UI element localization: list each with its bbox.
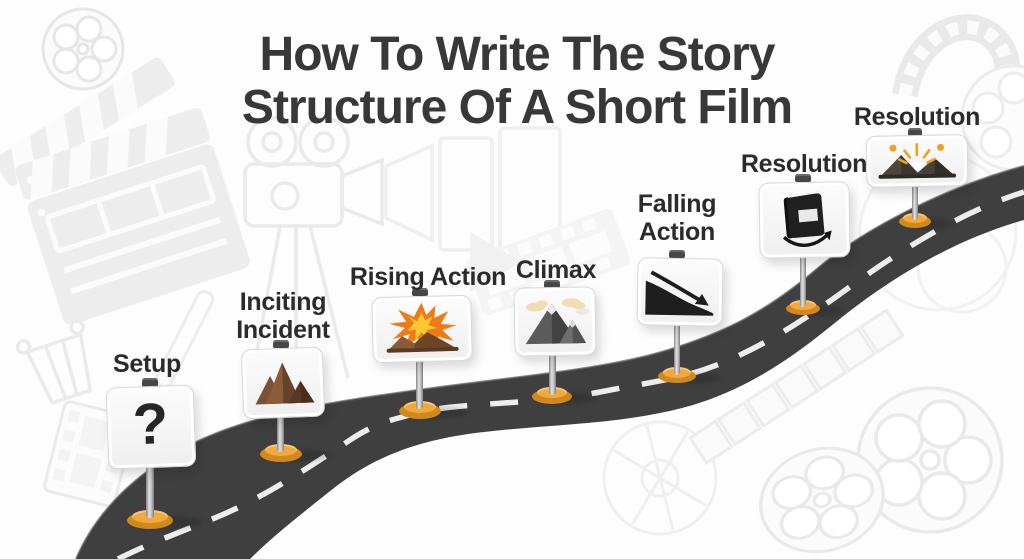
- sign-panel: [758, 181, 851, 259]
- stage-label: Resolution: [740, 150, 868, 178]
- sign-post-cap: [544, 280, 560, 288]
- sign-post-cap: [669, 250, 685, 258]
- play-triangle-icon: [470, 232, 522, 292]
- sign-panel: ?: [105, 384, 197, 470]
- stage-label: Resolution: [853, 103, 981, 131]
- sign-post-cap: [795, 174, 811, 182]
- downhill-arrow-icon: [645, 270, 714, 316]
- base-shadow: [796, 306, 844, 316]
- sign-post-cap: [273, 340, 289, 348]
- sign-post-cap: [412, 288, 428, 296]
- svg-text:?: ?: [132, 392, 170, 457]
- sunrise-over-mountains-icon: [878, 142, 956, 180]
- base-shadow: [908, 219, 954, 229]
- sign-panel: [513, 286, 597, 357]
- closed-book-icon: [782, 190, 832, 248]
- stage-label: Setup: [113, 350, 181, 378]
- film-reel-icon: [960, 64, 1024, 172]
- exploding-mountain-icon: [386, 302, 459, 353]
- stage-label: Inciting Incident: [236, 288, 330, 344]
- sign-post-cap: [142, 378, 158, 387]
- film-reel-icon: [602, 420, 718, 536]
- page-title-line2: Structure Of A Short Film: [241, 81, 793, 134]
- sign-panel: [865, 134, 969, 188]
- stage-label: Climax: [515, 256, 597, 284]
- stage-label: Rising Action: [349, 263, 507, 291]
- sign-panel: [240, 346, 326, 420]
- sign-panel: [371, 294, 473, 364]
- sign-post-cap: [908, 128, 922, 136]
- page-title: How To Write The Story Structure Of A Sh…: [232, 28, 802, 134]
- brown-mountains-icon: [255, 362, 315, 405]
- film-reel-icon: [41, 7, 125, 91]
- clapperboard-icon: [0, 57, 250, 325]
- question-mark-icon: ?: [132, 392, 170, 457]
- film-strip-icon: [688, 308, 905, 466]
- page-title-line1: How To Write The Story: [259, 28, 776, 81]
- road-surface: [76, 166, 1024, 559]
- sign-panel: [636, 257, 724, 327]
- popcorn-bucket-icon: [15, 319, 93, 405]
- stage-label: Falling Action: [637, 190, 717, 246]
- film-reels-icon: [759, 386, 1004, 554]
- mountain-peak-with-clouds-icon: [525, 298, 590, 345]
